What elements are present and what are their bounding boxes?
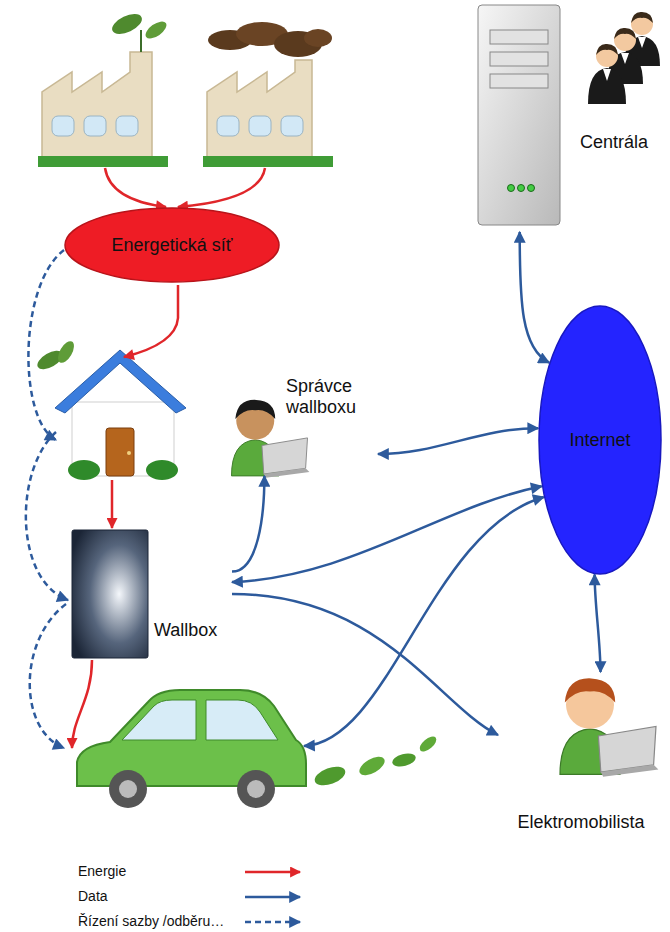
legend-sample xyxy=(245,871,300,874)
node-label: Energetická síť xyxy=(112,235,233,256)
person-icon xyxy=(560,678,658,776)
data-arrow xyxy=(304,497,544,746)
server-node: Centrála xyxy=(476,4,666,232)
wallbox-node: Wallbox xyxy=(70,528,232,660)
wallbox-device xyxy=(72,530,148,658)
data-connector xyxy=(232,594,498,735)
internet-ellipse: Internet xyxy=(538,305,662,575)
data-connector xyxy=(378,428,538,454)
grid-ellipse: Energetická síť xyxy=(64,207,280,283)
staff-icon xyxy=(588,12,660,104)
node-label: Internet xyxy=(569,430,630,451)
legend-text: Data xyxy=(78,886,224,911)
energy-arrow xyxy=(72,660,92,748)
admin-node: Správce wallboxu xyxy=(218,376,378,476)
polluting-factory xyxy=(203,22,333,167)
data-connector xyxy=(232,476,264,572)
data-connector xyxy=(595,575,601,673)
control-arrow xyxy=(30,604,66,748)
ellipse-shape xyxy=(65,208,279,282)
data-connector xyxy=(520,232,550,363)
energy-arrow xyxy=(124,285,178,357)
legend-sample xyxy=(245,921,300,924)
ellipse-shape xyxy=(539,306,661,574)
node-label: Wallbox xyxy=(154,620,230,641)
data-connector xyxy=(232,486,542,582)
legend: EnergieDataŘízení sazby /odběru… xyxy=(78,861,224,932)
legend-text: Řízení sazby /odběru… xyxy=(78,911,224,932)
server xyxy=(478,5,560,225)
node-label: Centrála xyxy=(580,132,664,153)
electric-car xyxy=(77,690,439,808)
house xyxy=(34,339,186,480)
energy-arrow xyxy=(178,168,265,207)
legend-text: Energie xyxy=(78,861,224,886)
energy-arrow xyxy=(105,168,166,207)
energy-arrow xyxy=(111,480,114,528)
node-label: Správce wallboxu xyxy=(286,376,376,418)
driver-node: Elektromobilista xyxy=(498,672,666,840)
control-arrow xyxy=(28,250,64,440)
green-factory xyxy=(38,10,169,167)
legend-sample xyxy=(245,896,300,899)
control-arrow xyxy=(26,432,68,600)
node-label: Elektromobilista xyxy=(498,812,664,833)
